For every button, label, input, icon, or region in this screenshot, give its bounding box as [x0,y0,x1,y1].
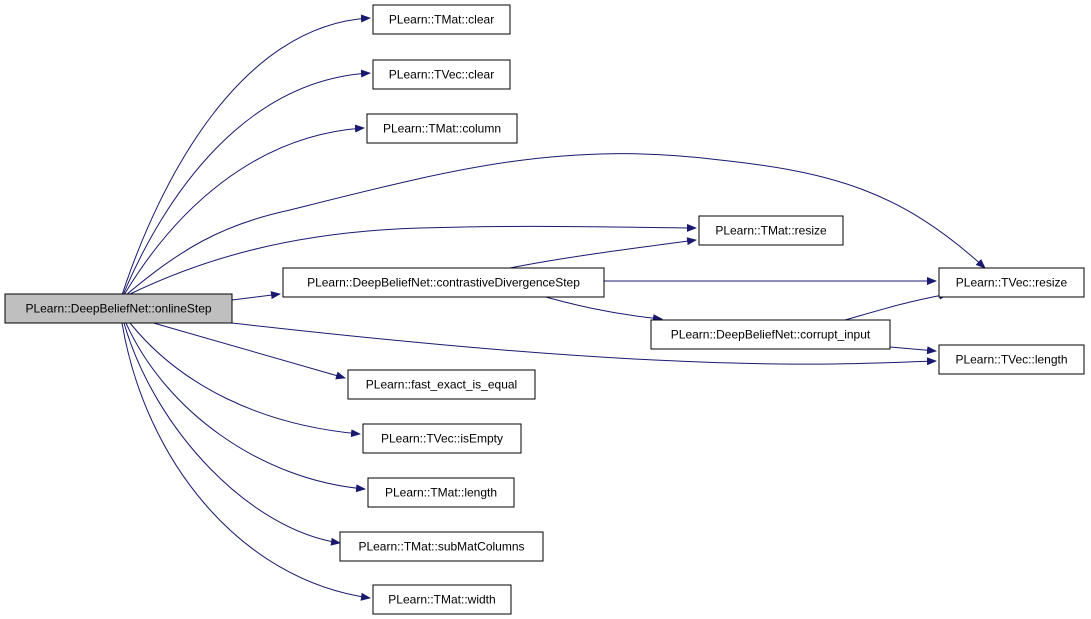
node-tvec-isempty[interactable]: PLearn::TVec::isEmpty [362,423,522,454]
edge-online-to-tmat-width [121,322,371,601]
edge-online-to-tvec-length [231,322,937,366]
node-label: PLearn::TMat::clear [389,13,494,27]
node-label: PLearn::fast_exact_is_equal [366,378,517,392]
edge-online-to-tvec-clear [122,69,371,296]
edges [121,14,986,601]
node-label: PLearn::TMat::resize [715,224,827,238]
edge-online-to-tmat-resize [127,223,697,296]
node-tmat-width[interactable]: PLearn::TMat::width [372,584,512,615]
edge-corrupt-to-tvec-resize [844,291,949,321]
node-online-step[interactable]: PLearn::DeepBeliefNet::onlineStep [4,293,233,324]
node-tvec-clear[interactable]: PLearn::TVec::clear [372,59,511,90]
node-label: PLearn::DeepBeliefNet::contrastiveDiverg… [307,276,580,290]
node-tvec-length[interactable]: PLearn::TVec::length [938,344,1085,375]
node-tmat-column[interactable]: PLearn::TMat::column [366,113,518,144]
edge-online-to-submat [123,322,341,546]
nodes: PLearn::DeepBeliefNet::onlineStep PLearn… [4,4,1085,615]
node-label: PLearn::TMat::width [388,593,495,607]
node-label: PLearn::DeepBeliefNet::onlineStep [25,302,211,316]
edge-online-to-fast-eq [149,321,346,380]
node-label: PLearn::TVec::isEmpty [381,432,503,446]
node-fast-exact-is-equal[interactable]: PLearn::fast_exact_is_equal [347,369,536,400]
node-tmat-length[interactable]: PLearn::TMat::length [367,477,515,508]
edge-online-to-tmat-column [123,124,365,296]
node-tmat-clear[interactable]: PLearn::TMat::clear [372,4,511,35]
edge-cd-step-to-tmat-resize [509,237,697,269]
node-label: PLearn::TMat::subMatColumns [358,540,524,554]
node-cd-step[interactable]: PLearn::DeepBeliefNet::contrastiveDiverg… [282,267,605,298]
node-tmat-resize[interactable]: PLearn::TMat::resize [698,215,844,246]
edge-online-to-tmat-clear [121,14,371,296]
edge-online-to-tmat-length [125,322,366,493]
node-label: PLearn::TMat::column [383,122,501,136]
node-label: PLearn::TVec::clear [389,68,494,82]
edge-cd-step-to-corrupt [534,293,663,323]
edge-online-to-tvec-resize [125,153,986,296]
node-label: PLearn::TVec::length [955,353,1067,367]
edge-online-to-tvec-isempty [129,322,361,438]
edge-corrupt-to-tvec-length [889,346,937,355]
node-corrupt-input[interactable]: PLearn::DeepBeliefNet::corrupt_input [650,319,891,350]
node-label: PLearn::TVec::resize [956,276,1068,290]
node-tvec-resize[interactable]: PLearn::TVec::resize [938,267,1085,298]
edge-online-to-cd-step [231,291,281,301]
node-tmat-submatcolumns[interactable]: PLearn::TMat::subMatColumns [339,531,544,562]
node-label: PLearn::TMat::length [385,486,497,500]
node-label: PLearn::DeepBeliefNet::corrupt_input [671,328,871,342]
